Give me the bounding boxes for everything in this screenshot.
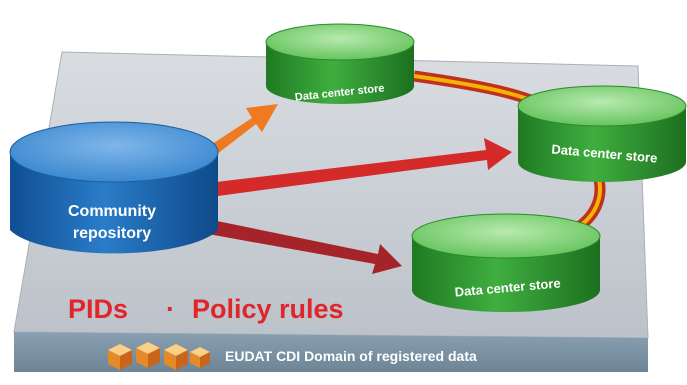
data-center-store-2 <box>517 85 687 182</box>
caption-pids: PIDs <box>68 294 128 324</box>
community-repository <box>9 121 219 254</box>
arrow-to-store-3 <box>208 220 402 274</box>
arrow-to-store-1 <box>206 104 278 158</box>
community-repository-label-2: repository <box>73 225 151 242</box>
data-center-store-1 <box>265 23 415 104</box>
caption-policy-rules: Policy rules <box>192 294 344 324</box>
community-repository-label-1: Community <box>68 203 156 220</box>
arrow-to-store-2 <box>216 138 512 196</box>
cube-cluster-icon <box>108 342 210 370</box>
footer-text: EUDAT CDI Domain of registered data <box>225 348 477 364</box>
caption-separator: · <box>166 294 175 324</box>
data-center-store-3 <box>411 213 601 312</box>
